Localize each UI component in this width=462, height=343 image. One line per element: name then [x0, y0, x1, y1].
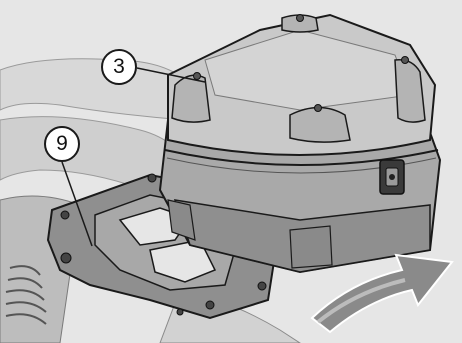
callout-top-case-label: 3	[113, 55, 125, 79]
callout-top-case: 3	[101, 49, 137, 85]
callout-luggage-rack-plate-label: 9	[56, 132, 68, 156]
top-case	[160, 15, 440, 273]
callout-luggage-rack-plate: 9	[44, 126, 80, 162]
lock-icon	[380, 160, 404, 194]
